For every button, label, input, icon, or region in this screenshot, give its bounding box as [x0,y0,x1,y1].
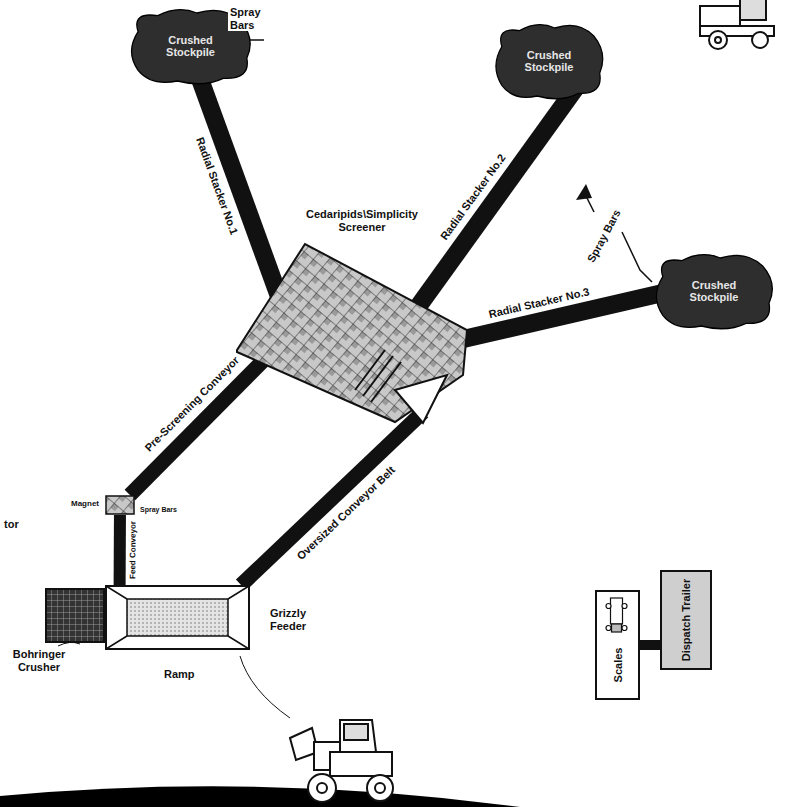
note-label: Ramp [162,668,197,681]
node-label: Crushed Stockpile [150,34,231,59]
conveyor-belt [191,53,283,305]
conveyor-belt [640,640,660,650]
conveyor-belt [114,515,126,585]
scales: Scales [595,590,640,700]
magnet: Magnet [105,495,135,515]
node-label: Dispatch Trailer [680,576,693,664]
stockpile: Crushed Stockpile [650,250,778,330]
node-label: Crushed Stockpile [513,49,586,74]
node-label: Cedaripids\Simplicity Screener [303,208,421,233]
note-label: Spray Bars [138,506,179,514]
node-label: Grizzly Feeder [257,607,319,632]
node-label: Scales [611,616,624,714]
spray-bracket [586,196,594,212]
screener: Cedaripids\Simplicity Screener [235,240,470,425]
spray-arrow [576,184,592,200]
loader-truck [700,0,774,49]
note-label: Spray Bars [584,206,624,267]
wheel-loader [290,720,393,802]
magnet-shape [105,495,135,515]
dispatch-trailer: Dispatch Trailer [660,570,712,670]
conveyor-belt [241,412,423,585]
screener-shape [235,240,470,425]
grizzly-shape [105,585,250,650]
leader-line [240,656,290,718]
stockpile: Crushed Stockpile [490,20,608,100]
node-label: Crushed Stockpile [675,279,754,304]
note-label: Spray Bars [228,6,268,31]
conveyor-belt [130,342,282,495]
scales-shape [595,590,640,700]
node-label: Magnet [67,499,103,508]
crusher: Bohringer Crusher [45,588,105,643]
node-label: Bohringer Crusher [3,648,75,673]
crusher-shape [45,588,105,643]
note-label: tor [2,518,21,531]
ground [0,786,520,807]
grizzly-feeder: Grizzly Feeder [105,585,250,650]
conveyor-label: Feed Conveyor [128,519,137,581]
spray-bracket [622,232,652,282]
